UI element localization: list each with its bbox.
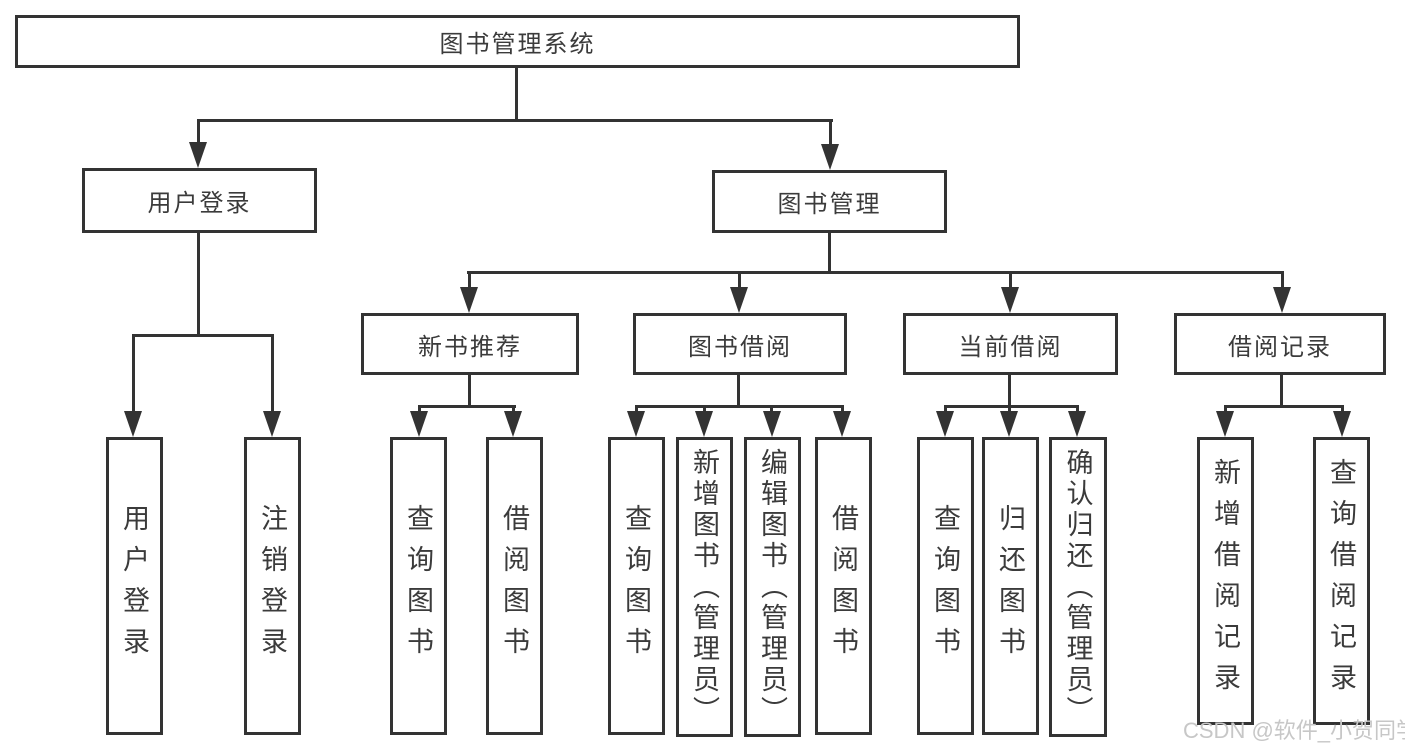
connector-line	[1076, 405, 1079, 415]
leaf-borrow-books-2: 借阅图书	[815, 437, 872, 735]
arrow-down-icon	[1273, 287, 1291, 313]
leaf-add-borrow-record: 新增借阅记录	[1197, 437, 1254, 725]
connector-line	[271, 334, 274, 413]
arrow-down-icon	[627, 411, 645, 437]
connector-line	[468, 271, 471, 289]
node-user-login-label: 用户登录	[147, 190, 252, 217]
arrow-down-icon	[263, 411, 281, 437]
connector-line	[1008, 405, 1011, 415]
connector-line	[944, 405, 1079, 408]
node-root-label: 图书管理系统	[439, 31, 596, 58]
leaf-logout: 注销登录	[244, 437, 301, 735]
connector-line	[197, 119, 833, 122]
leaf-query-books-3: 查询图书	[917, 437, 974, 735]
leaf-borrow-books-1: 借阅图书	[486, 437, 543, 735]
arrow-down-icon	[821, 144, 839, 170]
arrow-down-icon	[1216, 411, 1234, 437]
node-book-management: 图书管理	[712, 170, 947, 233]
arrow-down-icon	[504, 411, 522, 437]
leaf-label: 查询借阅记录	[1326, 458, 1356, 704]
leaf-user-login: 用户登录	[106, 437, 163, 735]
connector-line	[197, 119, 200, 145]
connector-line	[1341, 405, 1344, 415]
node-new-book-recommend-label: 新书推荐	[418, 333, 522, 361]
arrow-down-icon	[124, 411, 142, 437]
connector-line	[738, 271, 741, 289]
arrow-down-icon	[189, 142, 207, 168]
connector-line	[841, 405, 844, 415]
connector-line	[1280, 373, 1283, 407]
connector-line	[418, 405, 516, 408]
arrow-down-icon	[1333, 411, 1351, 437]
connector-line	[515, 66, 518, 120]
connector-line	[512, 405, 515, 415]
connector-line	[770, 405, 773, 415]
connector-line	[418, 405, 421, 415]
connector-line	[1224, 405, 1344, 408]
node-borrow-records-label: 借阅记录	[1228, 333, 1332, 361]
leaf-confirm-return-admin: 确认归还（管理员）	[1049, 437, 1107, 737]
arrow-down-icon	[410, 411, 428, 437]
node-user-login: 用户登录	[82, 168, 317, 233]
leaf-label: 查询图书	[930, 504, 960, 668]
leaf-label: 查询图书	[621, 504, 651, 668]
connector-line	[468, 373, 471, 407]
connector-line	[635, 405, 638, 415]
leaf-label: 新增图书（管理员）	[689, 447, 719, 727]
leaf-query-books-1: 查询图书	[390, 437, 447, 735]
leaf-label: 借阅图书	[499, 504, 529, 668]
connector-line	[1008, 373, 1011, 407]
arrow-down-icon	[936, 411, 954, 437]
leaf-label: 借阅图书	[828, 504, 858, 668]
connector-line	[1224, 405, 1227, 415]
connector-line	[467, 271, 1284, 274]
arrow-down-icon	[833, 411, 851, 437]
connector-line	[737, 373, 740, 407]
connector-line	[1281, 271, 1284, 289]
leaf-label: 注销登录	[257, 504, 287, 668]
leaf-label: 确认归还（管理员）	[1062, 447, 1093, 727]
arrow-down-icon	[695, 411, 713, 437]
arrow-down-icon	[460, 287, 478, 313]
arrow-down-icon	[763, 411, 781, 437]
leaf-label: 用户登录	[119, 504, 149, 668]
connector-line	[635, 405, 844, 408]
leaf-query-books-2: 查询图书	[608, 437, 665, 735]
connector-line	[1009, 271, 1012, 289]
arrow-down-icon	[1000, 411, 1018, 437]
leaf-edit-books-admin: 编辑图书（管理员）	[744, 437, 801, 737]
connector-line	[132, 334, 135, 413]
leaf-label: 新增借阅记录	[1210, 458, 1240, 704]
node-current-borrow-label: 当前借阅	[958, 333, 1063, 361]
connector-line	[197, 231, 200, 336]
node-root: 图书管理系统	[15, 15, 1020, 68]
node-borrow-records: 借阅记录	[1174, 313, 1386, 375]
leaf-return-books: 归还图书	[982, 437, 1039, 735]
connector-line	[944, 405, 947, 415]
leaf-label: 归还图书	[995, 504, 1025, 668]
node-book-borrow-label: 图书借阅	[688, 333, 792, 361]
connector-line	[828, 231, 831, 273]
connector-line	[829, 119, 832, 147]
csdn-watermark: CSDN @软件_小贺同学	[1183, 718, 1405, 743]
node-book-borrow: 图书借阅	[633, 313, 847, 375]
arrow-down-icon	[730, 287, 748, 313]
connector-line	[132, 334, 274, 337]
node-new-book-recommend: 新书推荐	[361, 313, 579, 375]
leaf-add-books-admin: 新增图书（管理员）	[676, 437, 733, 737]
connector-line	[703, 405, 706, 415]
leaf-label: 编辑图书（管理员）	[757, 447, 787, 727]
leaf-label: 查询图书	[403, 504, 433, 668]
node-book-management-label: 图书管理	[777, 191, 882, 218]
leaf-query-borrow-record: 查询借阅记录	[1313, 437, 1370, 725]
arrow-down-icon	[1068, 411, 1086, 437]
arrow-down-icon	[1001, 287, 1019, 313]
node-current-borrow: 当前借阅	[903, 313, 1118, 375]
